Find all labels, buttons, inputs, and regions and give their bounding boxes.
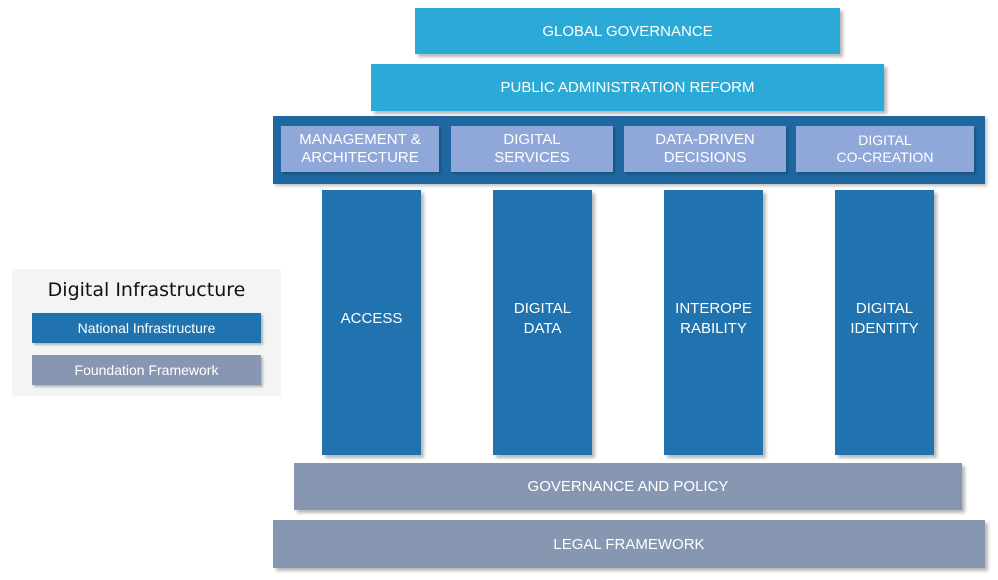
legal-framework-layer: LEGAL FRAMEWORK — [273, 520, 985, 568]
pillar-digital-identity: DIGITAL IDENTITY — [835, 190, 934, 455]
legend-item-foundation-framework: Foundation Framework — [32, 355, 261, 385]
pillar-label-line2: IDENTITY — [850, 319, 919, 337]
band-cell-digital-co-creation: DIGITAL CO-CREATION — [796, 126, 974, 172]
pillar-label-line1: DIGITAL — [513, 300, 572, 317]
band-cell-digital-services: DIGITAL SERVICES — [451, 126, 613, 172]
global-governance-label: GLOBAL GOVERNANCE — [542, 22, 713, 40]
pillar-label-line2: DATA — [523, 319, 562, 337]
pillar-access: ACCESS — [322, 190, 421, 455]
legend: Digital Infrastructure National Infrastr… — [12, 269, 281, 396]
pillar-label-line1: ACCESS — [340, 309, 403, 327]
band-cell-line1: DATA-DRIVEN — [655, 131, 755, 148]
public-administration-reform-layer: PUBLIC ADMINISTRATION REFORM — [371, 64, 884, 111]
band-cell-management-architecture: MANAGEMENT & ARCHITECTURE — [281, 126, 439, 172]
pillar-digital-data: DIGITAL DATA — [493, 190, 592, 455]
band-cell-line1: DIGITAL — [858, 132, 912, 149]
band-cell-line2: SERVICES — [494, 149, 570, 166]
governance-and-policy-layer: GOVERNANCE AND POLICY — [294, 463, 962, 510]
band-cell-line1: MANAGEMENT & — [299, 131, 421, 148]
legend-title: Digital Infrastructure — [47, 279, 246, 301]
band-cell-data-driven-decisions: DATA-DRIVEN DECISIONS — [624, 126, 786, 172]
public-administration-reform-label: PUBLIC ADMINISTRATION REFORM — [500, 79, 755, 96]
governance-and-policy-label: GOVERNANCE AND POLICY — [527, 478, 729, 495]
legend-item-label: Foundation Framework — [74, 362, 219, 378]
band-cell-line1: DIGITAL — [503, 131, 561, 148]
pillar-label-line1: INTEROPE — [675, 300, 752, 317]
pillar-label-line1: DIGITAL — [855, 300, 914, 317]
band-cell-line2: DECISIONS — [663, 149, 747, 166]
legend-item-label: National Infrastructure — [77, 320, 216, 336]
legal-framework-label: LEGAL FRAMEWORK — [553, 535, 705, 553]
band-cell-line2: CO-CREATION — [836, 149, 934, 165]
legend-item-national-infrastructure: National Infrastructure — [32, 313, 261, 343]
pillar-label-line2: RABILITY — [680, 319, 747, 337]
capability-band: MANAGEMENT & ARCHITECTURE DIGITAL SERVIC… — [273, 116, 985, 184]
global-governance-layer: GLOBAL GOVERNANCE — [415, 8, 840, 54]
pillar-interoperability: INTEROPE RABILITY — [664, 190, 763, 455]
band-cell-line2: ARCHITECTURE — [301, 149, 419, 166]
